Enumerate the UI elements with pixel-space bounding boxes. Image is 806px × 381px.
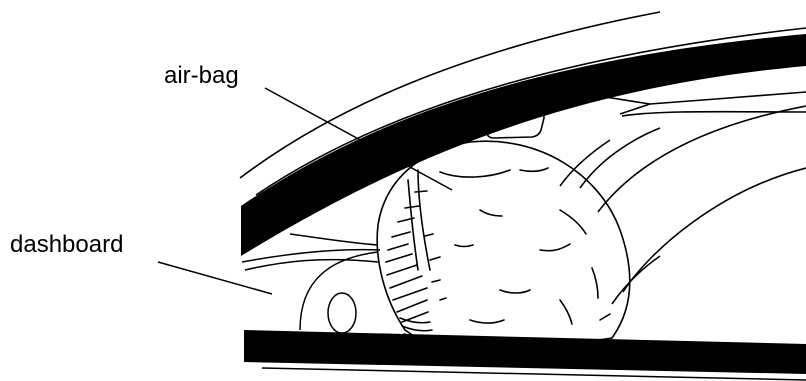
dashboard-outline <box>242 234 380 333</box>
interior-outline <box>548 88 806 304</box>
dashboard-leader-line <box>158 262 272 294</box>
airbag-label: air-bag <box>164 62 239 89</box>
dashboard-band <box>244 330 806 374</box>
dashboard-label: dashboard <box>10 231 123 258</box>
airbag-shape <box>377 141 630 343</box>
